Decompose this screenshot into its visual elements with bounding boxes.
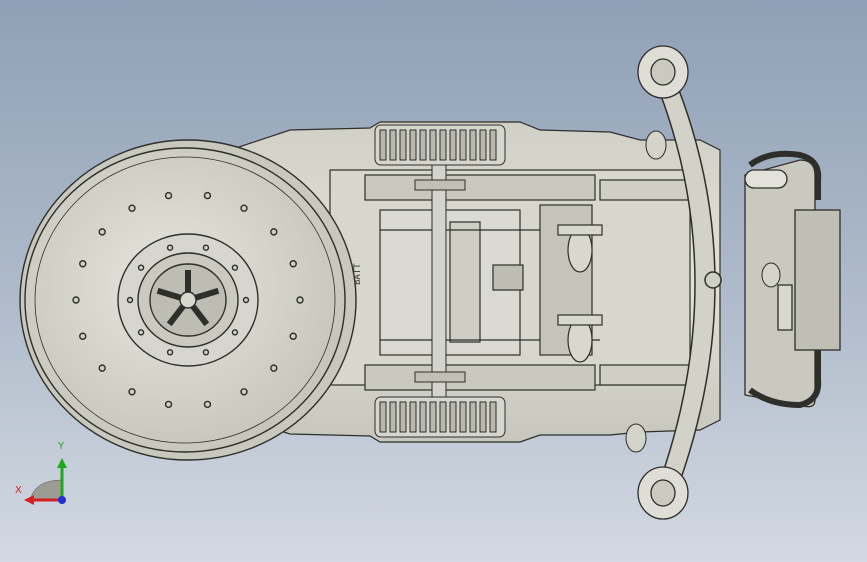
hub-bolt <box>202 244 210 251</box>
tread-lug <box>439 401 447 433</box>
bumper-wheel-bottom <box>637 466 689 520</box>
tread-lug <box>379 129 387 161</box>
tread-lug <box>489 401 497 433</box>
triad-x-label: X <box>15 485 22 496</box>
chassis-body <box>229 121 721 443</box>
caster-center-pair <box>557 224 603 363</box>
tread-lug <box>459 401 467 433</box>
tread-lug <box>469 129 477 161</box>
disc-hole <box>240 204 248 212</box>
tread-lug <box>429 401 437 433</box>
hub-bolt <box>231 264 239 271</box>
tread-lug <box>389 129 397 161</box>
drive-axle <box>414 164 466 401</box>
disc-hole <box>203 400 212 409</box>
hub-bolt <box>137 329 145 336</box>
tread-lug <box>459 129 467 161</box>
hub-bolt <box>126 296 134 304</box>
drive-wheel-top <box>374 124 506 166</box>
disc-hole <box>296 296 304 304</box>
disc-hole <box>203 191 212 200</box>
disc-hole <box>128 204 136 212</box>
disc-hole <box>72 296 80 304</box>
disc-hole <box>270 364 278 372</box>
disc-hole <box>79 332 87 340</box>
brush-disc <box>19 139 357 461</box>
tread-lug <box>389 401 397 433</box>
tread-lug <box>379 401 387 433</box>
tread-lug <box>479 401 487 433</box>
tread-lug <box>399 401 407 433</box>
disc-hole <box>289 260 297 268</box>
chassis-marking: BATT <box>353 263 363 285</box>
tread-lug <box>449 401 457 433</box>
hub-bolt <box>166 244 174 251</box>
hub-bolt <box>202 349 210 356</box>
disc-hole <box>289 332 297 340</box>
tread-lug <box>439 129 447 161</box>
tread-lug <box>409 129 417 161</box>
tread-lug <box>419 129 427 161</box>
tread-lug <box>429 129 437 161</box>
bumper-wheel-top <box>637 45 689 99</box>
disc-hole <box>128 388 136 396</box>
tread-lug <box>479 129 487 161</box>
side-caster-top <box>645 130 781 288</box>
disc-hole <box>98 228 106 236</box>
hub-bolt <box>231 329 239 336</box>
rear-handle <box>744 150 841 409</box>
hub-bolt <box>242 296 250 304</box>
disc-hole <box>270 228 278 236</box>
disc-hole <box>79 260 87 268</box>
triad-y-label: Y <box>58 441 65 452</box>
disc-hole <box>240 388 248 396</box>
hub-bolt <box>166 349 174 356</box>
hub-bolt <box>137 264 145 271</box>
axis-triad <box>24 458 67 505</box>
tread-lug <box>419 401 427 433</box>
disc-hole <box>164 400 173 409</box>
tread-lug <box>489 129 497 161</box>
drive-wheel-bottom <box>374 396 506 438</box>
tread-lug <box>469 401 477 433</box>
disc-hole <box>164 191 173 200</box>
triad-z-axis <box>58 496 66 504</box>
tread-lug <box>399 129 407 161</box>
tread-lug <box>449 129 457 161</box>
tread-lug <box>409 401 417 433</box>
side-caster-bottom <box>625 423 647 453</box>
disc-hole <box>98 364 106 372</box>
